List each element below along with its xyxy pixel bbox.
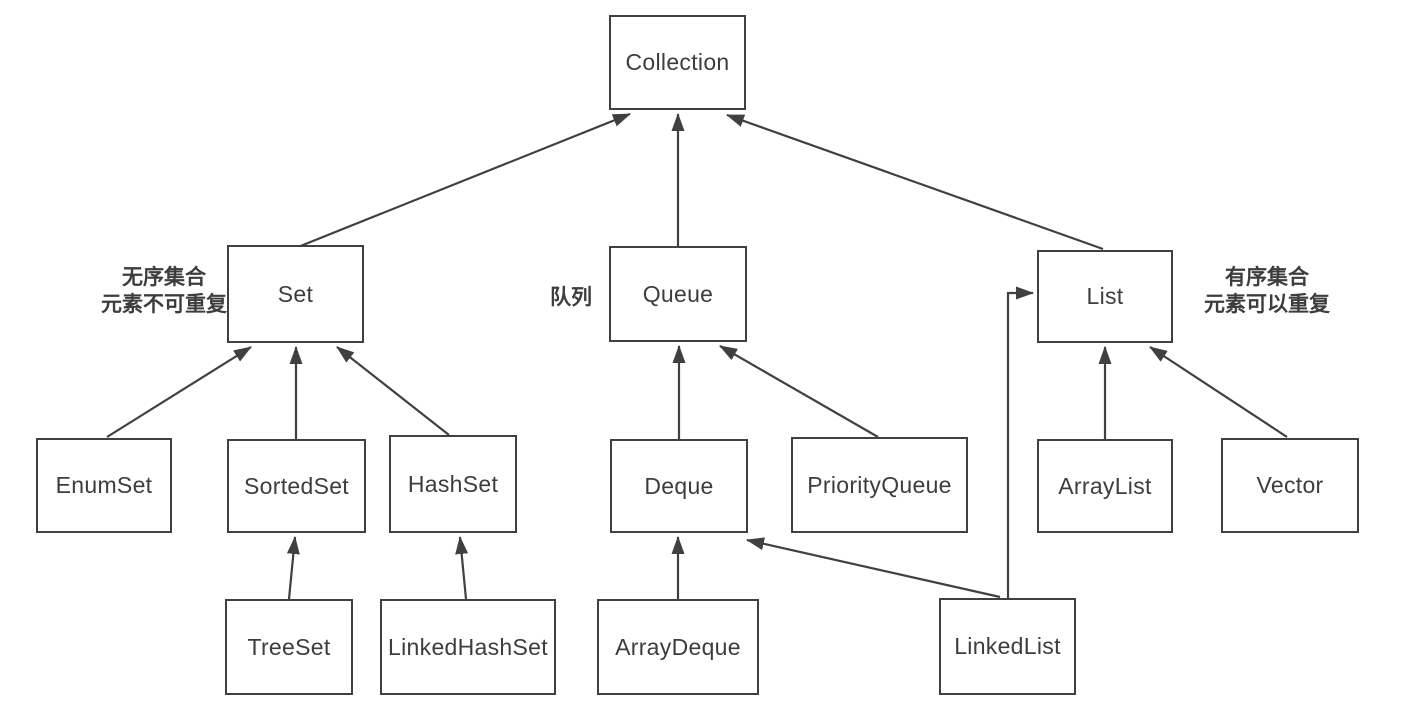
edge-linkedlist-to-list: [1006, 286, 1034, 598]
set-annotation: 无序集合 元素不可重复: [64, 264, 264, 318]
edge-priorityqueue-to-queue: [719, 345, 879, 438]
node-deque-label: Deque: [644, 472, 714, 499]
node-collection: Collection: [609, 15, 746, 110]
node-enumset-label: EnumSet: [55, 472, 153, 498]
edge-vector-to-list: [1149, 346, 1288, 438]
node-list: List: [1037, 250, 1173, 343]
node-linkedlist: LinkedList: [939, 598, 1076, 695]
node-enumset: EnumSet: [36, 438, 172, 533]
node-linkedhashset: LinkedHashSet: [380, 599, 556, 695]
node-queue: Queue: [609, 246, 747, 342]
node-arraydeque-label: ArrayDeque: [615, 633, 741, 660]
edge-list-to-collection: [726, 113, 1104, 251]
edge-hashset-to-set: [336, 346, 450, 436]
node-vector: Vector: [1221, 438, 1359, 533]
edge-linkedlist-to-deque: [746, 537, 1001, 599]
node-sortedset: SortedSet: [227, 439, 366, 533]
node-linkedlist-label: LinkedList: [954, 633, 1061, 659]
edge-enumset-to-set: [106, 346, 252, 438]
set-annotation-line1: 无序集合: [122, 266, 206, 289]
list-annotation: 有序集合 元素可以重复: [1167, 264, 1367, 318]
list-annotation-line1: 有序集合: [1225, 266, 1309, 289]
node-hashset-label: HashSet: [407, 470, 499, 497]
edge-treeset-to-sortedset: [286, 536, 300, 600]
node-queue-label: Queue: [642, 280, 714, 307]
node-arraylist-label: ArrayList: [1058, 472, 1152, 499]
node-priorityqueue: PriorityQueue: [791, 437, 968, 533]
node-treeset-label: TreeSet: [247, 633, 331, 660]
node-treeset: TreeSet: [225, 599, 353, 695]
node-set: Set: [227, 245, 364, 343]
node-hashset: HashSet: [389, 435, 517, 533]
node-list-label: List: [1086, 283, 1124, 309]
queue-annotation: 队列: [521, 284, 621, 311]
set-annotation-line2: 元素不可重复: [101, 293, 227, 316]
node-vector-label: Vector: [1256, 472, 1324, 498]
node-collection-label: Collection: [625, 49, 730, 75]
list-annotation-line2: 元素可以重复: [1204, 293, 1330, 316]
node-arraydeque: ArrayDeque: [597, 599, 759, 695]
node-linkedhashset-label: LinkedHashSet: [388, 633, 548, 660]
node-set-label: Set: [277, 280, 314, 307]
node-sortedset-label: SortedSet: [244, 472, 349, 499]
node-priorityqueue-label: PriorityQueue: [807, 471, 952, 498]
edge-linkedhashset-to-hashset: [455, 536, 469, 600]
node-deque: Deque: [610, 439, 748, 533]
queue-annotation-line1: 队列: [550, 286, 592, 309]
node-arraylist: ArrayList: [1037, 439, 1173, 533]
edge-set-to-collection: [297, 112, 631, 249]
